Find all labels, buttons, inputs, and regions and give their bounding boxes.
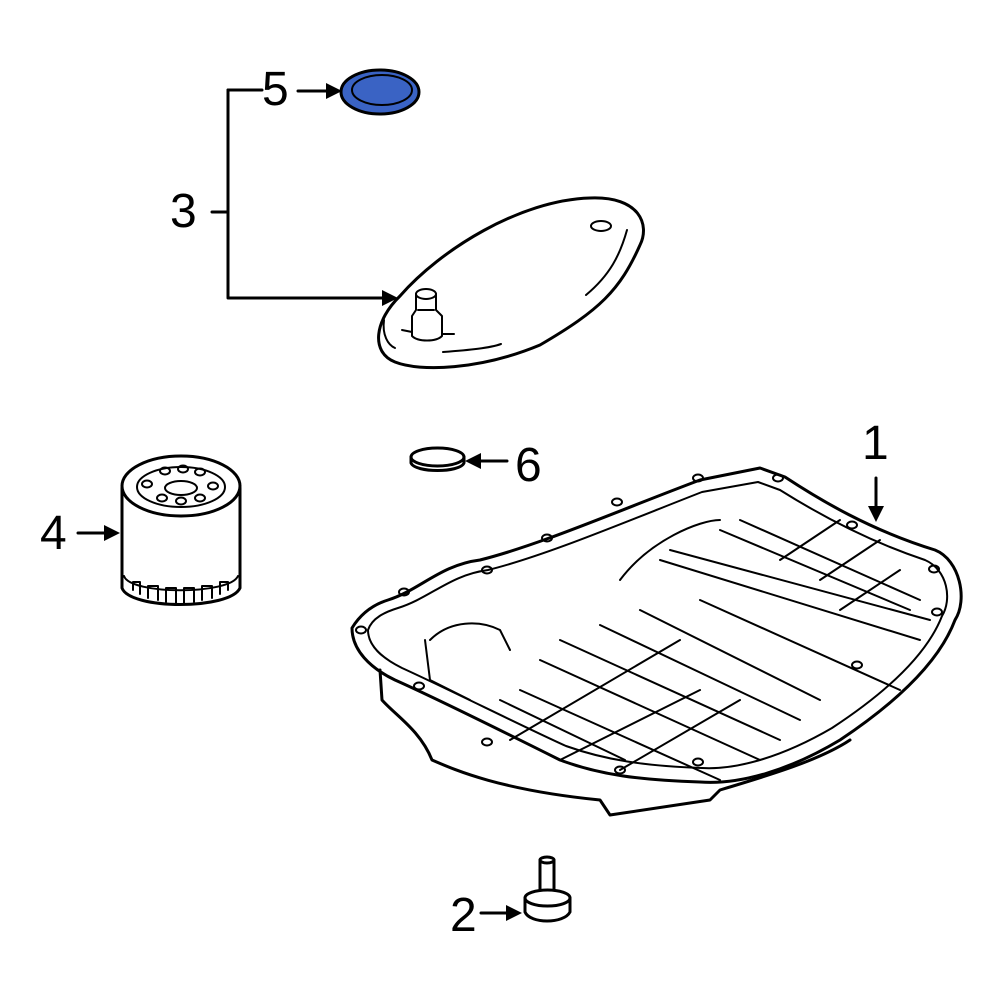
- callout-4-arrow: [76, 525, 120, 541]
- oil-pan-part-1[interactable]: [350, 466, 963, 817]
- callout-5-arrow: [296, 83, 342, 99]
- drain-plug-part-2[interactable]: [523, 855, 572, 923]
- callout-label-2[interactable]: 2: [450, 889, 477, 942]
- callout-label-4[interactable]: 4: [40, 507, 67, 560]
- filter-part-3[interactable]: [377, 196, 645, 370]
- oil-filter-part-4[interactable]: [120, 454, 242, 606]
- plug-part-6[interactable]: [409, 446, 466, 472]
- callout-label-6[interactable]: 6: [515, 439, 542, 492]
- callout-label-1[interactable]: 1: [862, 417, 889, 470]
- callout-6-arrow: [465, 453, 509, 469]
- callout-label-3[interactable]: 3: [170, 185, 197, 238]
- bolt-holes: [355, 473, 943, 775]
- callout-3-bracket: [210, 88, 398, 306]
- callout-1-arrow: [868, 476, 884, 522]
- callout-2-arrow: [479, 905, 522, 921]
- callout-label-5[interactable]: 5: [262, 63, 289, 116]
- seal-part-5[interactable]: [339, 68, 421, 116]
